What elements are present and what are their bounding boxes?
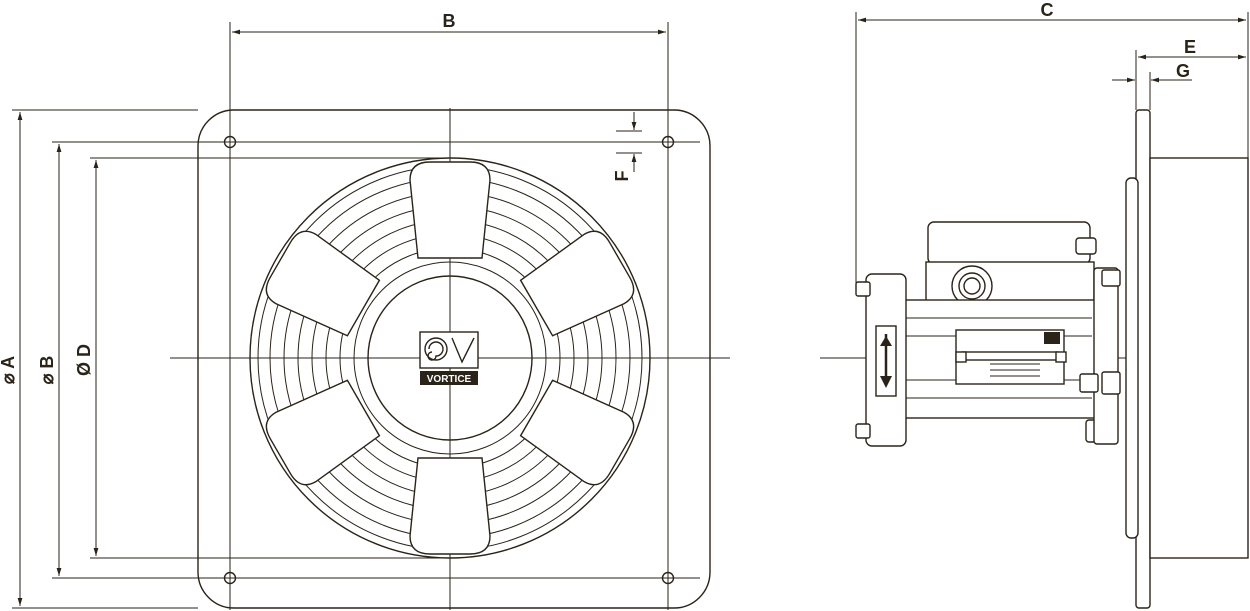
side-duct [1149, 157, 1249, 559]
dimension-label-b-side: ⌀ B [37, 356, 57, 385]
logo-text: VORTICE [427, 374, 472, 385]
dimension-label-e: E [1184, 37, 1196, 57]
fan-blades [265, 161, 635, 555]
dimension-label-d: Ø D [74, 344, 94, 376]
dimension-label-b-top: B [443, 11, 456, 31]
mounting-hole [223, 135, 237, 149]
dimension-label-a: ⌀ A [0, 356, 18, 384]
front-view: VORTICE B F ⌀ A ⌀ B Ø D [0, 11, 730, 610]
motor-flange [1093, 267, 1119, 445]
arrow-down-icon [875, 325, 897, 397]
mounting-hole [223, 571, 237, 585]
dimension-label-g: G [1176, 61, 1190, 81]
terminal-box-lid [927, 221, 1091, 265]
dimension-label-c: C [1041, 0, 1054, 20]
vortice-logo-icon: VORTICE [419, 331, 479, 385]
dimension-label-f: F [612, 171, 632, 182]
mounting-plate [197, 109, 711, 609]
mounting-hole [661, 571, 675, 585]
mounting-hole [661, 135, 675, 149]
side-guard-rim [1125, 177, 1139, 539]
side-view: C E G [820, 0, 1249, 609]
